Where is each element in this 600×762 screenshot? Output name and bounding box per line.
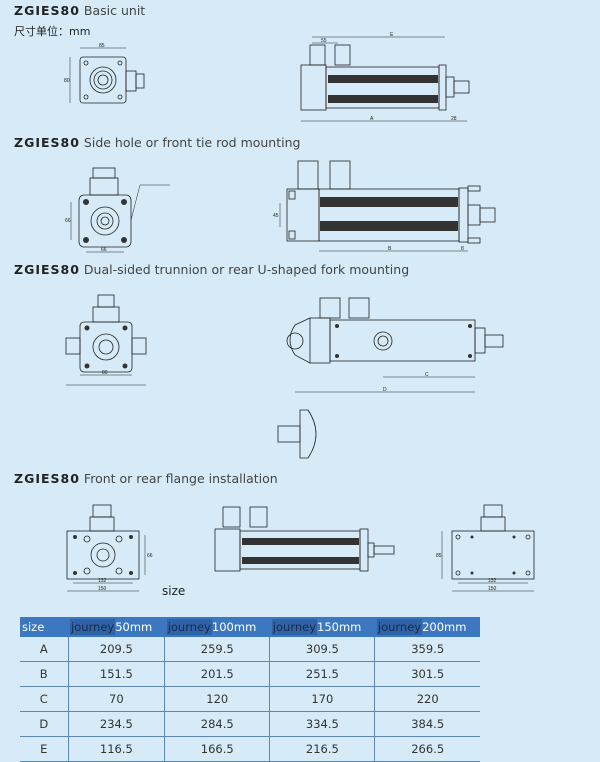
flange-rear-view: 85 132 150	[436, 504, 535, 592]
table-cell: 234.5	[68, 711, 166, 737]
dim-label: 85	[436, 553, 442, 559]
dimension-table: size journey50mm journey100mm journey150…	[20, 617, 480, 762]
header-journey-150: journey150mm	[269, 617, 375, 637]
size-caption: size	[162, 584, 186, 598]
flange-front-view: 132 150 66	[66, 504, 153, 592]
table-cell: 220	[374, 686, 480, 712]
side-hole-side-view: 45 B 8	[273, 160, 496, 252]
dim-label: D	[383, 387, 387, 393]
dim-label: 132	[488, 578, 497, 584]
dim-label: E	[390, 32, 394, 38]
row-label: C	[20, 686, 69, 712]
table-cell: 384.5	[374, 711, 480, 737]
dim-label: 150	[488, 586, 497, 592]
table-cell: 170	[269, 686, 376, 712]
row-label: A	[20, 637, 69, 662]
table-cell: 216.5	[269, 736, 376, 762]
dim-label: 85	[99, 43, 105, 49]
table-cell: 120	[164, 686, 271, 712]
dim-label: 45	[273, 213, 279, 219]
dim-label: 66	[65, 218, 71, 224]
table-cell: 116.5	[68, 736, 166, 762]
dim-label: 8	[461, 246, 464, 252]
side-hole-front-view: 66 66	[65, 167, 170, 253]
table-cell: 301.5	[374, 661, 480, 687]
dim-label: 132	[98, 578, 107, 584]
table-cell: 284.5	[164, 711, 271, 737]
dim-label: 55	[321, 38, 327, 44]
basic-unit-side-view: 55 E A 28	[300, 32, 470, 122]
header-size: size	[20, 617, 68, 637]
table-header-row: size journey50mm journey100mm journey150…	[20, 617, 480, 637]
table-cell: 151.5	[68, 661, 166, 687]
table-cell: 166.5	[164, 736, 271, 762]
header-journey-200: journey200mm	[374, 617, 480, 637]
table-cell: 251.5	[269, 661, 376, 687]
dim-label: 80	[102, 370, 108, 376]
dim-label: 66	[101, 247, 107, 253]
table-cell: 70	[68, 686, 166, 712]
table-cell: 309.5	[269, 637, 376, 662]
table-cell: 201.5	[164, 661, 271, 687]
header-journey-50: journey50mm	[68, 617, 165, 637]
row-label: D	[20, 711, 69, 737]
trunnion-side-view: C D	[286, 297, 504, 393]
dim-label: 150	[98, 586, 107, 592]
dim-label: 28	[451, 116, 457, 122]
row-label: E	[20, 736, 69, 762]
trunnion-front-view: 80	[65, 294, 147, 386]
table-cell: 259.5	[164, 637, 271, 662]
table-cell: 334.5	[269, 711, 376, 737]
table-cell: 359.5	[374, 637, 480, 662]
dim-label: 66	[147, 553, 153, 559]
dim-label: 80	[64, 78, 70, 84]
row-label: B	[20, 661, 69, 687]
dim-label: A	[370, 116, 374, 122]
flange-side-view	[214, 506, 395, 572]
table-cell: 209.5	[68, 637, 166, 662]
unit-label: 尺寸单位：mm	[14, 25, 91, 38]
dim-label: B	[388, 246, 392, 252]
fork-detail-view	[277, 409, 317, 459]
dim-label: C	[425, 372, 429, 378]
header-journey-100: journey100mm	[164, 617, 270, 637]
basic-unit-front-view: 85 80	[64, 43, 145, 104]
table-cell: 266.5	[374, 736, 480, 762]
